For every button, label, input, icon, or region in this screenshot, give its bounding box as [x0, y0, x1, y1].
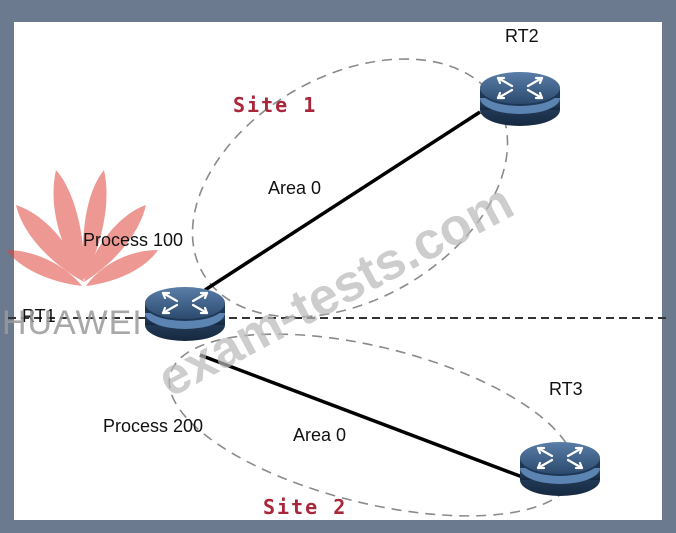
process-100-label: Process 100 — [83, 230, 183, 250]
link-rt1-rt2 — [204, 110, 481, 292]
area-label-rt1-rt3: Area 0 — [293, 425, 346, 445]
site2-label: Site 2 — [263, 495, 347, 519]
brand-watermark-text: HUAWEI — [2, 304, 143, 342]
router-rt3-icon[interactable] — [518, 440, 602, 498]
rt3-label: RT3 — [549, 379, 583, 399]
process-200-label: Process 200 — [103, 416, 203, 436]
rt2-label: RT2 — [505, 26, 539, 46]
area-label-rt1-rt2: Area 0 — [268, 178, 321, 198]
huawei-logo-icon — [6, 170, 158, 286]
rt1-label: RT1 — [22, 306, 56, 326]
link-rt1-rt3 — [199, 353, 526, 480]
router-rt2-icon[interactable] — [478, 70, 562, 128]
site1-label: Site 1 — [233, 93, 317, 117]
